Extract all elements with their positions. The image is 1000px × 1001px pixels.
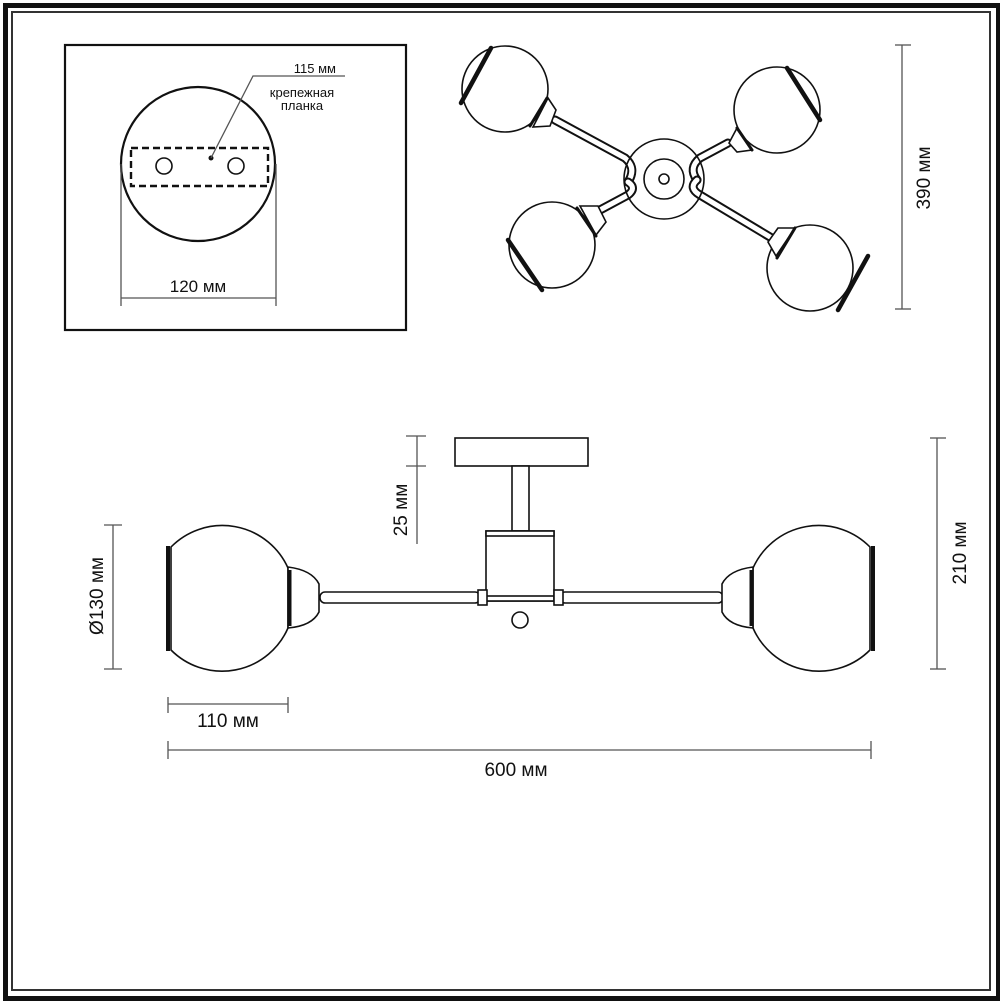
shade-diameter-label: Ø130 мм: [87, 557, 108, 635]
shade-depth-label: 110 мм: [197, 711, 259, 732]
canopy: [454, 437, 589, 467]
hub-outer-ring: [623, 138, 705, 220]
socket-cup-right: [721, 566, 754, 629]
bracket-name-line2: планка: [281, 98, 324, 113]
shade-top-left: [458, 45, 557, 133]
shade-side-left: [166, 524, 320, 672]
inner-frame-border: [11, 11, 991, 991]
shade-bottom-right: [766, 224, 871, 313]
total-width-label: 600 мм: [484, 760, 547, 781]
canopy-height-label: 25 мм: [391, 484, 412, 537]
stem: [511, 465, 530, 532]
arm-left: [319, 591, 481, 604]
mounting-plate-circle: [119, 85, 277, 243]
screw-hole-left: [155, 157, 173, 175]
arm-top-left: [550, 115, 637, 187]
finial: [511, 611, 529, 629]
plate-diameter-label: 120 мм: [170, 277, 226, 296]
shade-bottom-left: [505, 201, 607, 293]
total-height-label: 210 мм: [950, 521, 971, 584]
arm-right: [559, 591, 724, 604]
bracket-name-line1: крепежная: [270, 85, 334, 100]
center-body: [485, 530, 555, 602]
mounting-bracket-dashed: [129, 146, 270, 188]
top-view: 390 мм: [458, 44, 935, 313]
depth-label: 390 мм: [914, 146, 935, 209]
shade-side-right: [721, 524, 875, 672]
outer-frame-border: [3, 3, 1000, 1001]
bracket-leader-line: [210, 75, 345, 159]
hub-center-bolt: [658, 173, 670, 185]
mounting-plate-view: 115 мм крепежная планка 120 мм: [63, 43, 408, 332]
bracket-length-label: 115 мм: [294, 61, 336, 76]
shade-top-right: [728, 65, 823, 154]
screw-hole-right: [227, 157, 245, 175]
socket-cup-left: [287, 566, 320, 629]
side-view: 25 мм 210 мм Ø130 мм 110 мм 600 мм: [87, 435, 971, 781]
